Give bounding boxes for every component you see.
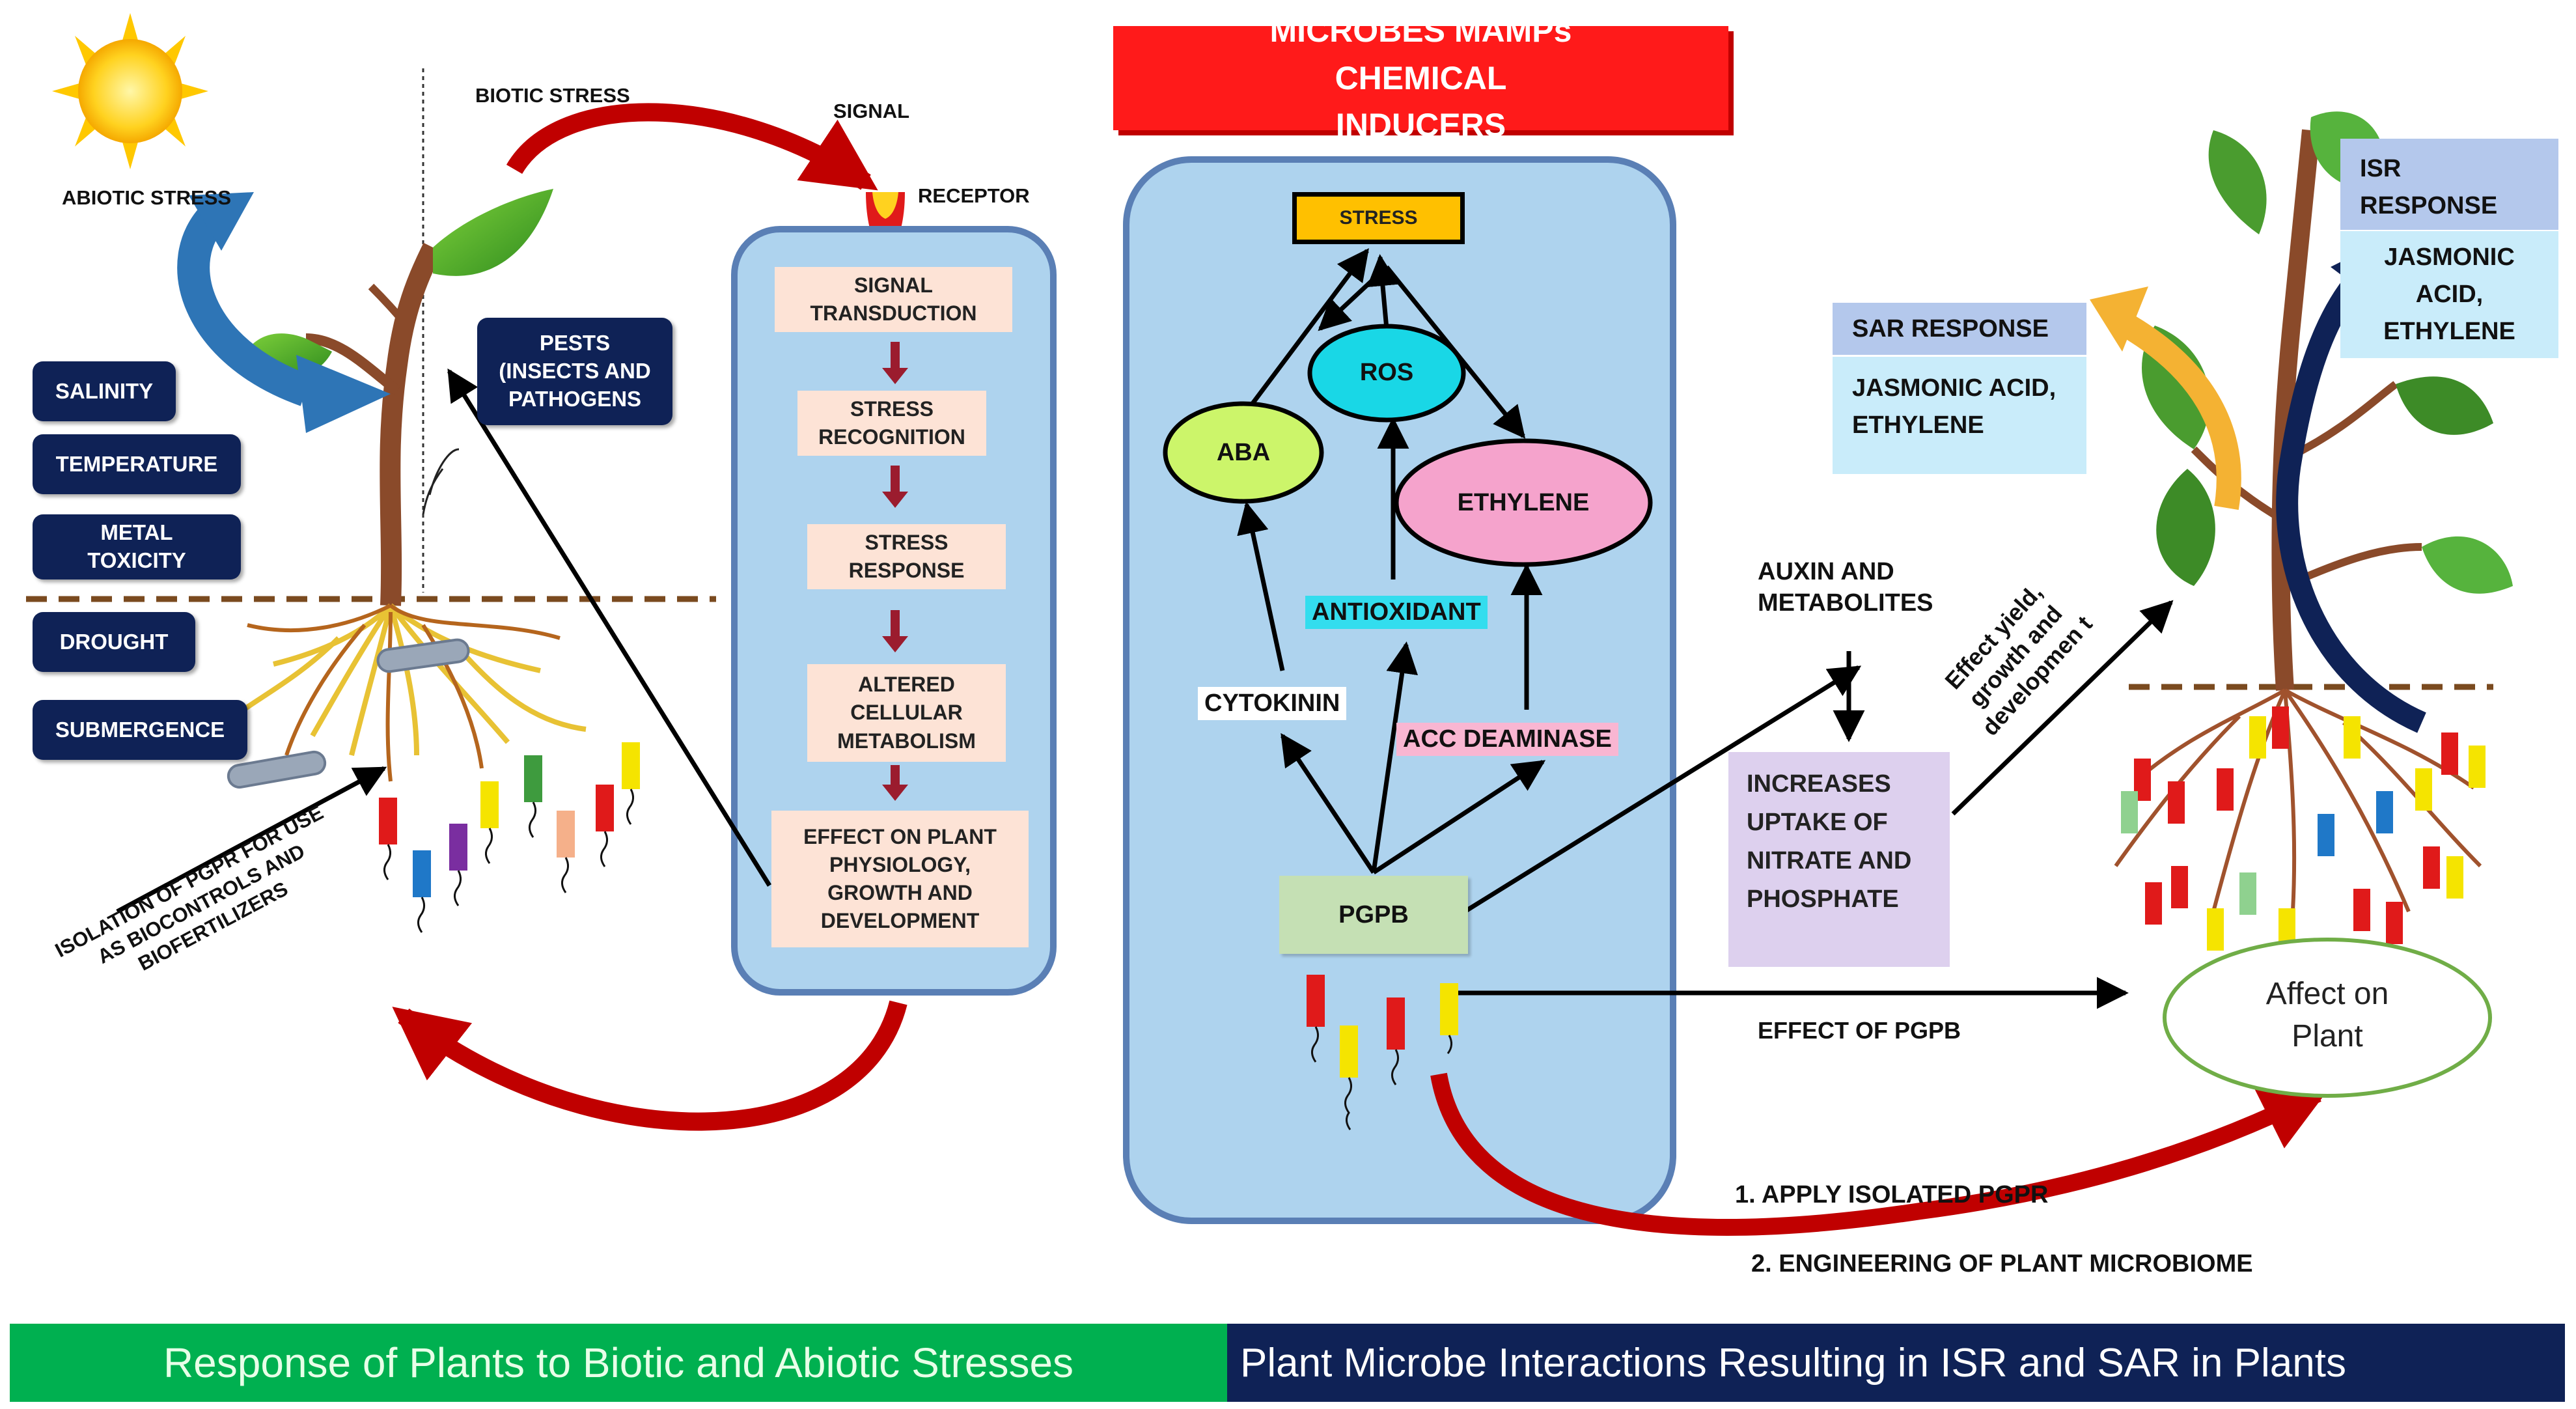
sar-body: JASMONIC ACID, ETHYLENE [1833, 357, 2086, 474]
bacteria-capsule [227, 750, 327, 789]
pgpb-to-auxin-arrow [1463, 665, 1862, 914]
step-signal-transduction: SIGNAL TRANSDUCTION [775, 267, 1012, 332]
bacteria-capsule [376, 638, 470, 673]
abiotic-arrow-head [296, 355, 391, 433]
affect-on-plant-label: Affect on Plant [2265, 977, 2389, 1053]
pathway-to-plant-arrow [447, 368, 771, 887]
ros-label: ROS [1359, 359, 1414, 386]
engineering-label: 2. ENGINEERING OF PLANT MICROBIOME [1751, 1250, 2253, 1277]
bacteria-markers-right [2121, 706, 2486, 951]
aba-node [1163, 401, 1324, 504]
network-arrows [1237, 248, 1546, 874]
apply-pgpr-label: 1. APPLY ISOLATED PGPR [1735, 1181, 2049, 1208]
effect-of-pgpb-label: EFFECT OF PGPB [1758, 1017, 1961, 1044]
sar-title: SAR RESPONSE [1833, 303, 2086, 355]
sun-icon [52, 13, 208, 169]
uptake-box: INCREASES UPTAKE OF NITRATE AND PHOSPHAT… [1728, 752, 1950, 967]
ethylene-node [1394, 438, 1653, 567]
biotic-stress-arrow [506, 103, 878, 191]
sar-arrow [2109, 308, 2241, 510]
bacteria-markers-middle [1307, 975, 1458, 1130]
isr-arrow [2276, 273, 2426, 733]
step-arrows [882, 342, 908, 801]
abiotic-arrow [177, 203, 312, 406]
receptor-label: RECEPTOR [918, 184, 1030, 207]
stress-box: STRESS [1292, 192, 1465, 244]
metal-toxicity-box: METAL TOXICITY [33, 514, 241, 579]
isr-title: ISR RESPONSE [2340, 139, 2558, 230]
acc-deaminase-label: ACC DEAMINASE [1396, 723, 1618, 756]
apply-pgpr-arrow [1430, 1072, 2330, 1236]
isolation-arrow [116, 766, 387, 914]
pests-box: PESTS (INSECTS AND PATHOGENS [477, 318, 672, 425]
bacteria-markers-left [379, 742, 640, 933]
temperature-box: TEMPERATURE [33, 434, 241, 494]
isr-body: JASMONIC ACID, ETHYLENE [2340, 231, 2558, 358]
antioxidant-label: ANTIOXIDANT [1305, 596, 1488, 629]
step-effect-on-physiology: EFFECT ON PLANT PHYSIOLOGY, GROWTH AND D… [771, 811, 1029, 947]
ethylene-label: ETHYLENE [1457, 488, 1590, 516]
left-plant-icon [232, 189, 587, 782]
aba-label: ABA [1216, 438, 1271, 466]
pgpb-box: PGPB [1279, 876, 1468, 954]
drought-box: DROUGHT [33, 612, 195, 672]
step-stress-response: STRESS RESPONSE [807, 524, 1006, 589]
feedback-arrow [392, 1000, 907, 1131]
footer-left: Response of Plants to Biotic and Abiotic… [10, 1324, 1227, 1402]
sar-arrow-head [2090, 286, 2148, 352]
step-altered-metabolism: ALTERED CELLULAR METABOLISM [807, 664, 1006, 762]
signal-label: SIGNAL [833, 100, 910, 122]
biotic-stress-label: BIOTIC STRESS [475, 84, 630, 107]
affect-on-plant-ellipse [2163, 938, 2492, 1098]
abiotic-arrow-tail [189, 192, 254, 251]
submergence-box: SUBMERGENCE [33, 700, 247, 760]
cytokinin-label: CYTOKININ [1198, 687, 1347, 720]
footer-right: Plant Microbe Interactions Resulting in … [1227, 1324, 2565, 1402]
auxin-label: AUXIN AND METABOLITES [1758, 558, 1933, 617]
step-stress-recognition: STRESS RECOGNITION [797, 391, 986, 456]
salinity-box: SALINITY [33, 361, 176, 421]
ros-node [1307, 324, 1466, 423]
microbes-banner: MICROBES MAMPs CHEMICAL INDUCERS [1113, 12, 1728, 143]
growth-arrow [1951, 600, 2174, 816]
abiotic-stress-label: ABIOTIC STRESS [62, 186, 232, 209]
